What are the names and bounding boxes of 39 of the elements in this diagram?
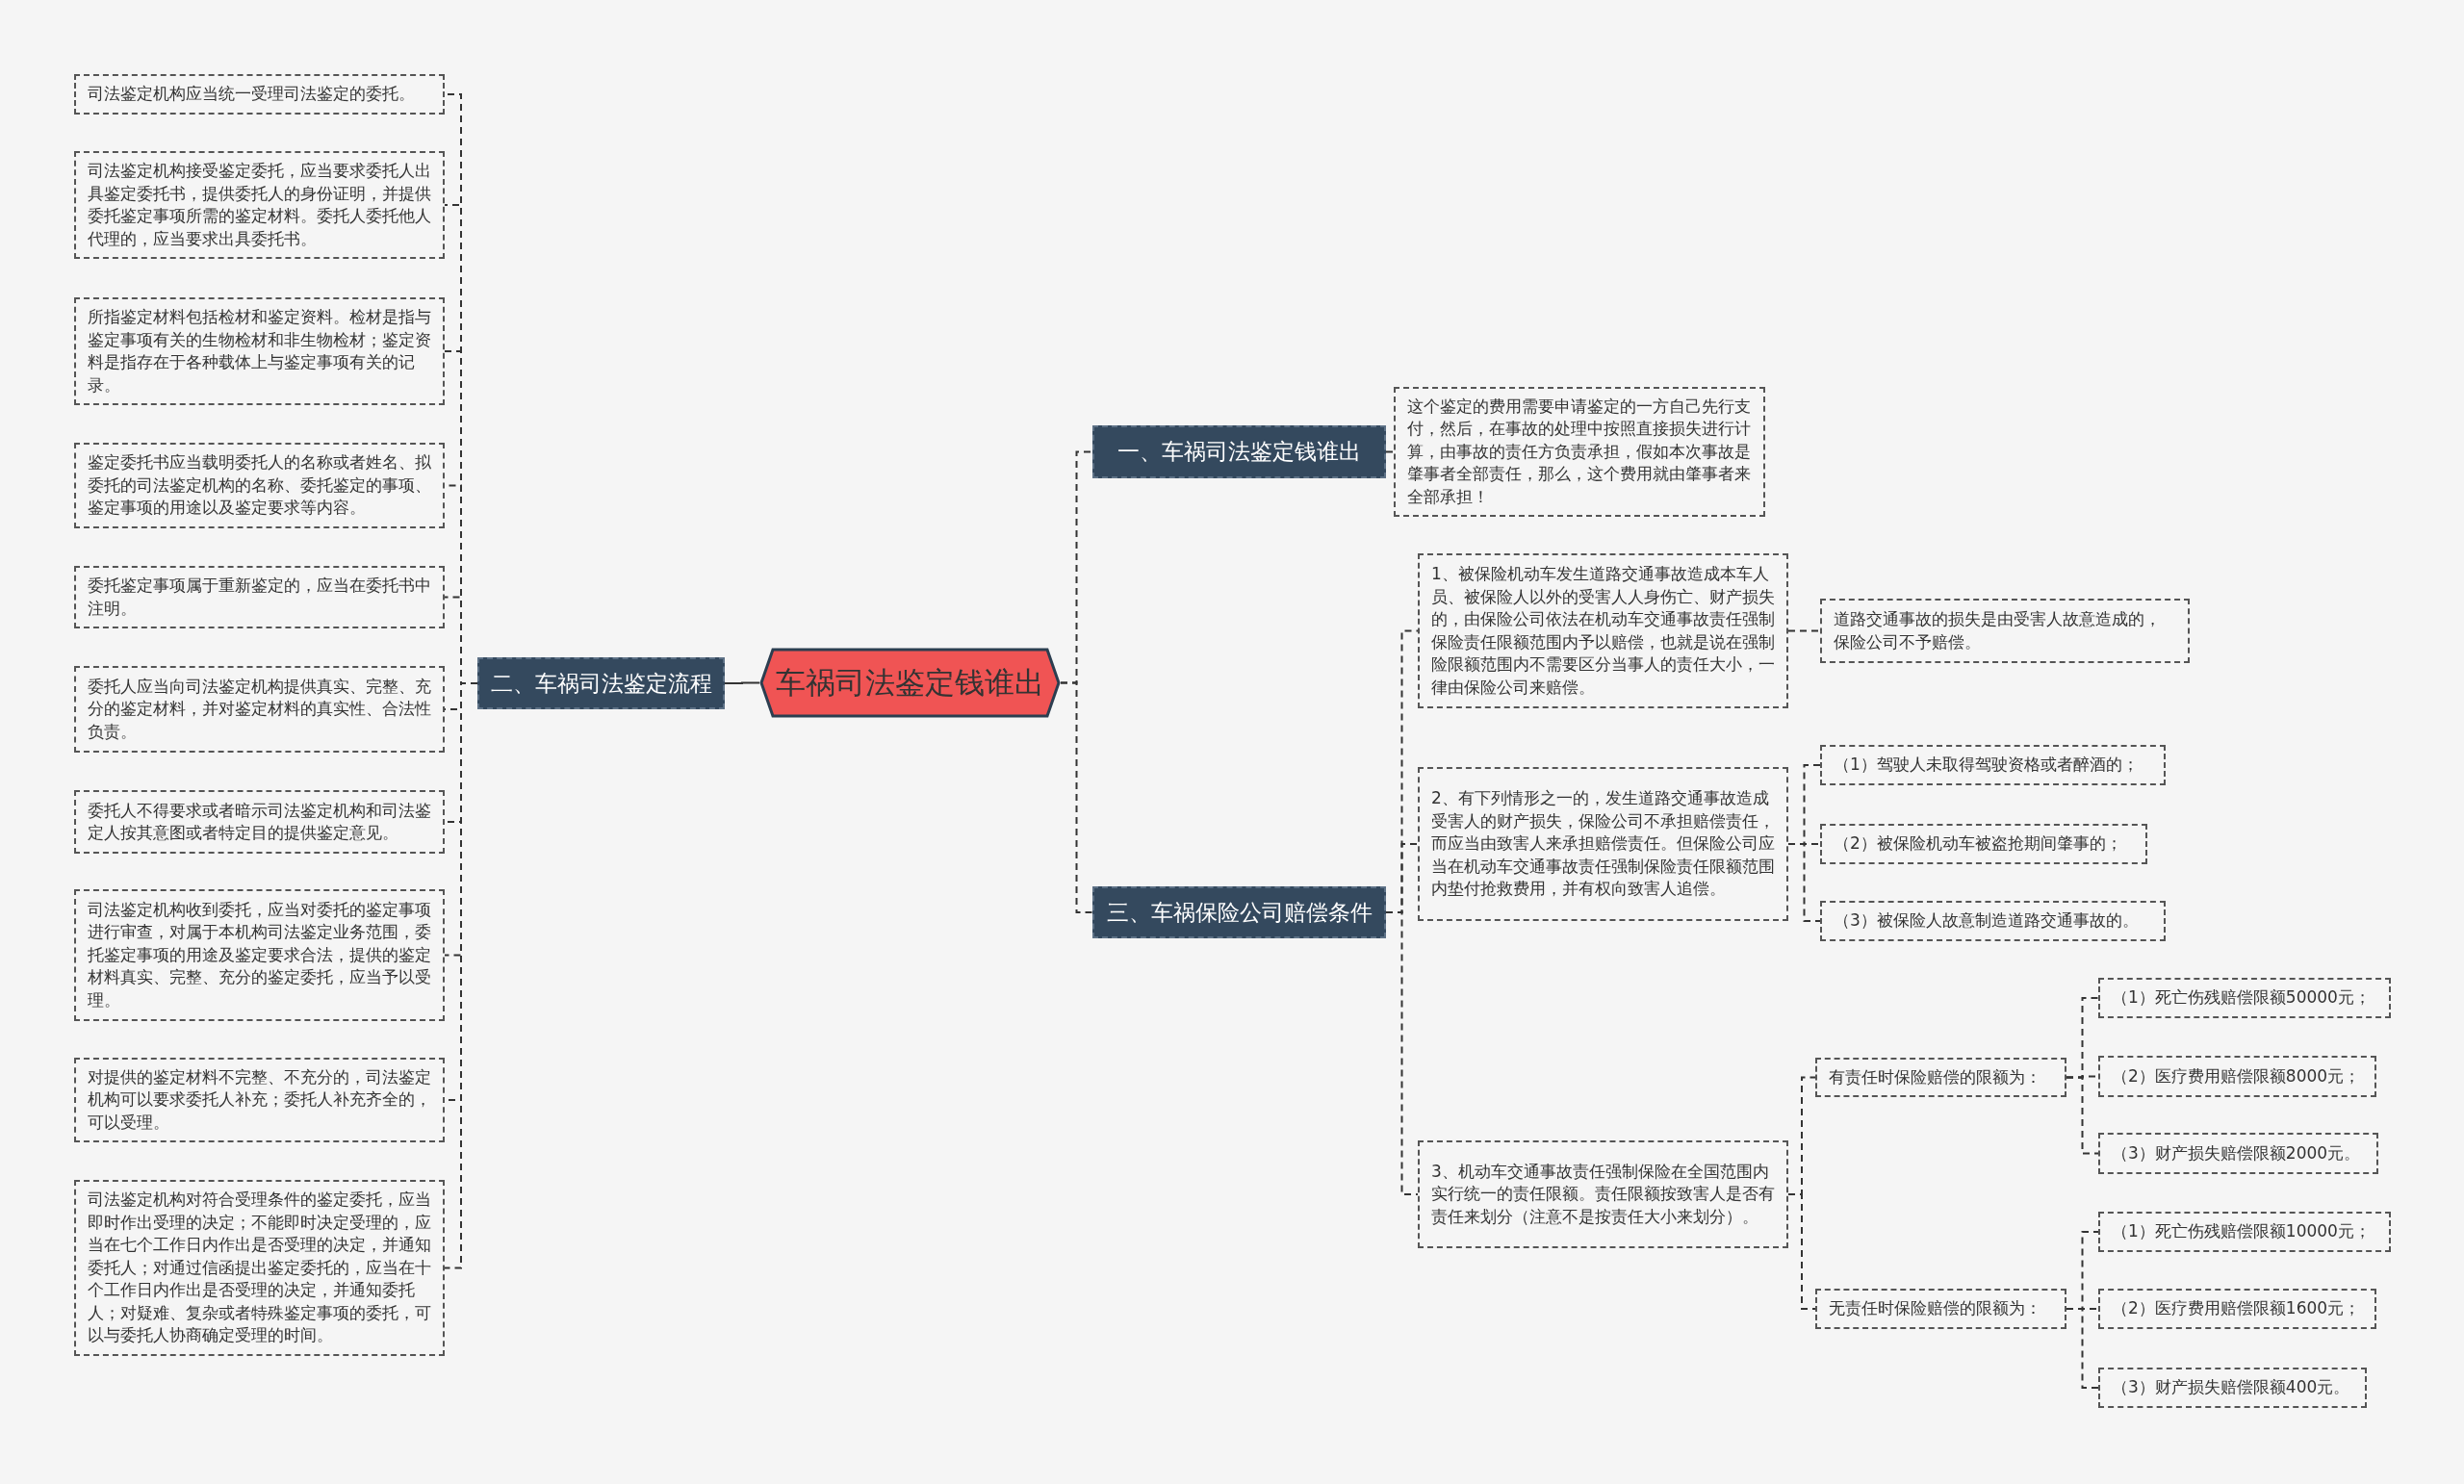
connector-line xyxy=(1385,450,1395,453)
connector-line xyxy=(2066,1076,2099,1155)
connector-line xyxy=(1787,629,1821,632)
connector-line xyxy=(1385,911,1419,1195)
text-box: 对提供的鉴定材料不完整、不充分的，司法鉴定机构可以要求委托人补充；委托人补充齐全的，可以受理。 xyxy=(74,1058,445,1142)
central-topic: 车祸司法鉴定钱谁出 xyxy=(759,648,1061,718)
text-box: 司法鉴定机构应当统一受理司法鉴定的委托。 xyxy=(74,74,445,115)
connector-line xyxy=(1060,681,1093,913)
text-box: 司法鉴定机构接受鉴定委托，应当要求委托人出具鉴定委托书，提供委托人的身份证明，并提供委托鉴定事项所需的鉴定材料。委托人委托他人代理的，应当要求出具委托书。 xyxy=(74,151,445,259)
text-box: 3、机动车交通事故责任强制保险在全国范围内实行统一的责任限额。责任限额按致害人是否有责任来划分（注意不是按责任大小来划分）。 xyxy=(1418,1140,1788,1248)
text-box: （1）死亡伤残赔偿限额10000元； xyxy=(2098,1212,2391,1252)
text-box: 司法鉴定机构收到委托，应当对委托的鉴定事项进行审查，对属于本机构司法鉴定业务范围，委托鉴定事项的用途及鉴定要求合法，提供的鉴定材料真实、完整、充分的鉴定委托，应当予以受理。 xyxy=(74,889,445,1021)
connector-line xyxy=(1787,1193,1816,1310)
text-box: （2）医疗费用赔偿限额8000元； xyxy=(2098,1056,2376,1097)
text-box: （1）驾驶人未取得驾驶资格或者醉酒的； xyxy=(1820,745,2166,785)
text-box: 有责任时保险赔偿的限额为： xyxy=(1815,1058,2066,1097)
text-box: （3）财产损失赔偿限额400元。 xyxy=(2098,1368,2367,1408)
text-box: 无责任时保险赔偿的限额为： xyxy=(1815,1289,2066,1329)
branch-box: 三、车祸保险公司赔偿条件 xyxy=(1092,886,1386,938)
text-box: 司法鉴定机构对符合受理条件的鉴定委托，应当即时作出受理的决定；不能即时决定受理的，应当在七个工作日内作出是否受理的决定，并通知委托人；对通过信函提出鉴定委托的，应当在十个工作日内作出是否受理的决定，并通知委托人；对疑难、复杂或者特殊鉴定事项的委托，可以与委托人协商确定受理的时间。 xyxy=(74,1180,445,1356)
text-box: 1、被保险机动车发生道路交通事故造成本车人员、被保险人以外的受害人人身伤亡、财产损失的，由保险公司依法在机动车交通事故责任强制保险责任限额范围内予以赔偿，也就是说在强制险限额范围内不需要区分当事人的责任大小，一律由保险公司来赔偿。 xyxy=(1418,553,1788,708)
text-box: 委托鉴定事项属于重新鉴定的，应当在委托书中注明。 xyxy=(74,566,445,628)
text-box: 所指鉴定材料包括检材和鉴定资料。检材是指与鉴定事项有关的生物检材和非生物检材；鉴定资料是指存在于各种载体上与鉴定事项有关的记录。 xyxy=(74,297,445,405)
text-box: 委托人不得要求或者暗示司法鉴定机构和司法鉴定人按其意图或者特定目的提供鉴定意见。 xyxy=(74,790,445,854)
branch-box: 二、车祸司法鉴定流程 xyxy=(477,657,725,709)
text-box: （2）被保险机动车被盗抢期间肇事的； xyxy=(1820,824,2147,864)
text-box: （1）死亡伤残赔偿限额50000元； xyxy=(2098,978,2391,1018)
text-box: 鉴定委托书应当载明委托人的名称或者姓名、拟委托的司法鉴定机构的名称、委托鉴定的事项、鉴定事项的用途以及鉴定要求等内容。 xyxy=(74,443,445,528)
text-box: 道路交通事故的损失是由受害人故意造成的，保险公司不予赔偿。 xyxy=(1820,599,2190,663)
text-box: 委托人应当向司法鉴定机构提供真实、完整、充分的鉴定材料，并对鉴定材料的真实性、合法性负责。 xyxy=(74,666,445,753)
text-box: 这个鉴定的费用需要申请鉴定的一方自己先行支付，然后，在事故的处理中按照直接损失进行计算，由事故的责任方负责承担，假如本次事故是肇事者全部责任，那么，这个费用就由肇事者来全部承担！ xyxy=(1394,387,1765,517)
text-box: （3）财产损失赔偿限额2000元。 xyxy=(2098,1133,2378,1174)
text-box: （2）医疗费用赔偿限额1600元； xyxy=(2098,1289,2376,1329)
connector-line xyxy=(1787,843,1821,922)
text-box: 2、有下列情形之一的，发生道路交通事故造成受害人的财产损失，保险公司不承担赔偿责任，而应当由致害人来承担赔偿责任。但保险公司应当在机动车交通事故责任强制保险责任限额范围内垫付抢救费用，并有权向致害人追偿。 xyxy=(1418,767,1788,921)
connector-line xyxy=(2066,1308,2099,1389)
connector-line xyxy=(724,681,760,684)
branch-box: 一、车祸司法鉴定钱谁出 xyxy=(1092,425,1386,478)
text-box: （3）被保险人故意制造道路交通事故的。 xyxy=(1820,901,2166,941)
